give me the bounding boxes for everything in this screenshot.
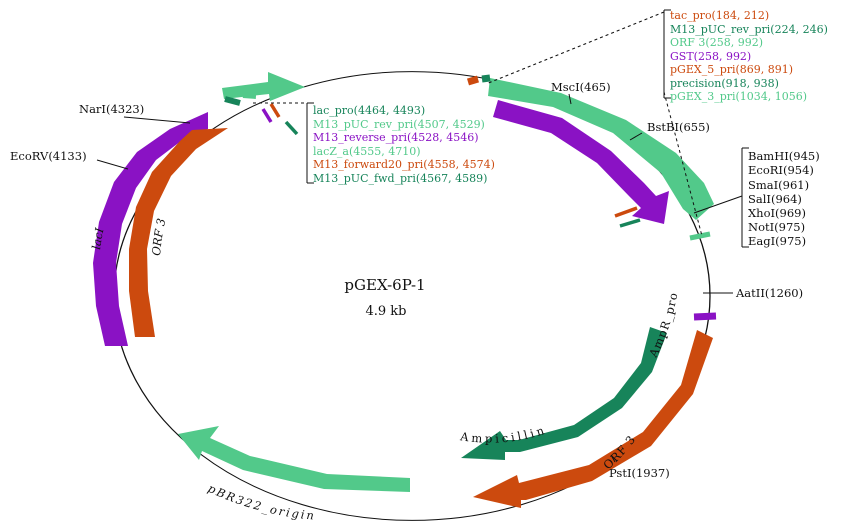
mid-feature-box: lac_pro(4464, 4493) M13_pUC_rev_pri(4507…: [313, 104, 495, 185]
site-ecorv: EcoRV(4133): [10, 149, 87, 163]
top-box-item: precision(918, 938): [670, 77, 779, 90]
aatii-mark: [693, 312, 717, 321]
label-orf3-left: ORF 3: [149, 217, 168, 256]
orf3-left-arrow: [129, 128, 228, 337]
mcs-site: SalI(964): [748, 192, 802, 206]
site-aatii: AatII(1260): [735, 286, 803, 300]
top-box-item: M13_pUC_rev_pri(224, 246): [670, 23, 828, 36]
puc-rev-2-mark: [242, 92, 257, 99]
top-box-item: ORF 3(258, 992): [670, 36, 763, 49]
site-bstbi: BstBI(655): [647, 120, 710, 134]
site-msci: MscI(465): [551, 80, 611, 94]
lacz-arrow: [222, 72, 305, 101]
m13-puc-rev-mark: [481, 74, 491, 83]
mcs-site: NotI(975): [748, 220, 805, 234]
mid-box-item: lacZ_a(4555, 4710): [313, 145, 421, 158]
top-box-item: tac_pro(184, 212): [670, 9, 769, 22]
top-feature-box: tac_pro(184, 212) M13_pUC_rev_pri(224, 2…: [670, 9, 828, 103]
pgex5-mark: [614, 206, 638, 218]
precision-mark: [619, 218, 641, 228]
label-laci: lacI: [89, 226, 107, 250]
orf3-bottom-arrow: [473, 330, 713, 508]
gst-arrow: [493, 100, 669, 224]
label-pbr322-origin: pBR322_origin: [206, 481, 317, 523]
m13-puc-fwd-mark: [284, 120, 299, 136]
m13-forward20-mark: [269, 103, 281, 118]
plasmid-size: 4.9 kb: [365, 304, 406, 319]
pbr322-origin-arrow: [178, 426, 410, 492]
site-psti: PstI(1937): [609, 466, 670, 480]
mcs-site: SmaI(961): [748, 178, 809, 192]
ampicillin-arrow: [461, 327, 667, 460]
mcs-site-box: BamHI(945) EcoRI(954) SmaI(961) SalI(964…: [748, 149, 820, 248]
orf3-top-arrow: [488, 78, 714, 220]
mid-box-item: M13_pUC_fwd_pri(4567, 4589): [313, 172, 487, 185]
mcs-site: EcoRI(954): [748, 163, 814, 177]
plasmid-name: pGEX-6P-1: [344, 276, 425, 294]
top-box-item: pGEX_5_pri(869, 891): [670, 63, 793, 76]
label-ampr-pro: AmpR_pro: [646, 291, 681, 360]
dashed-leaders: [253, 11, 703, 237]
mid-box-item: lac_pro(4464, 4493): [313, 104, 425, 117]
mid-box-item: M13_pUC_rev_pri(4507, 4529): [313, 118, 485, 131]
lac-pro-mark: [224, 96, 241, 106]
mcs-site: XhoI(969): [748, 206, 806, 220]
mid-box-item: M13_forward20_pri(4558, 4574): [313, 158, 495, 171]
top-box-item: GST(258, 992): [670, 50, 751, 63]
mcs-site: EagI(975): [748, 234, 806, 248]
tac-pro-mark: [466, 75, 480, 86]
mcs-site: BamHI(945): [748, 149, 820, 163]
pgex3-mark: [689, 231, 711, 241]
top-box-item: pGEX_3_pri(1034, 1056): [670, 90, 807, 103]
m13-reverse-mark: [261, 108, 273, 123]
leader-lines: [96, 9, 749, 463]
mid-box-item: M13_reverse_pri(4528, 4546): [313, 131, 479, 144]
laci-arrow: [93, 112, 208, 346]
site-nari: NarI(4323): [79, 102, 144, 116]
